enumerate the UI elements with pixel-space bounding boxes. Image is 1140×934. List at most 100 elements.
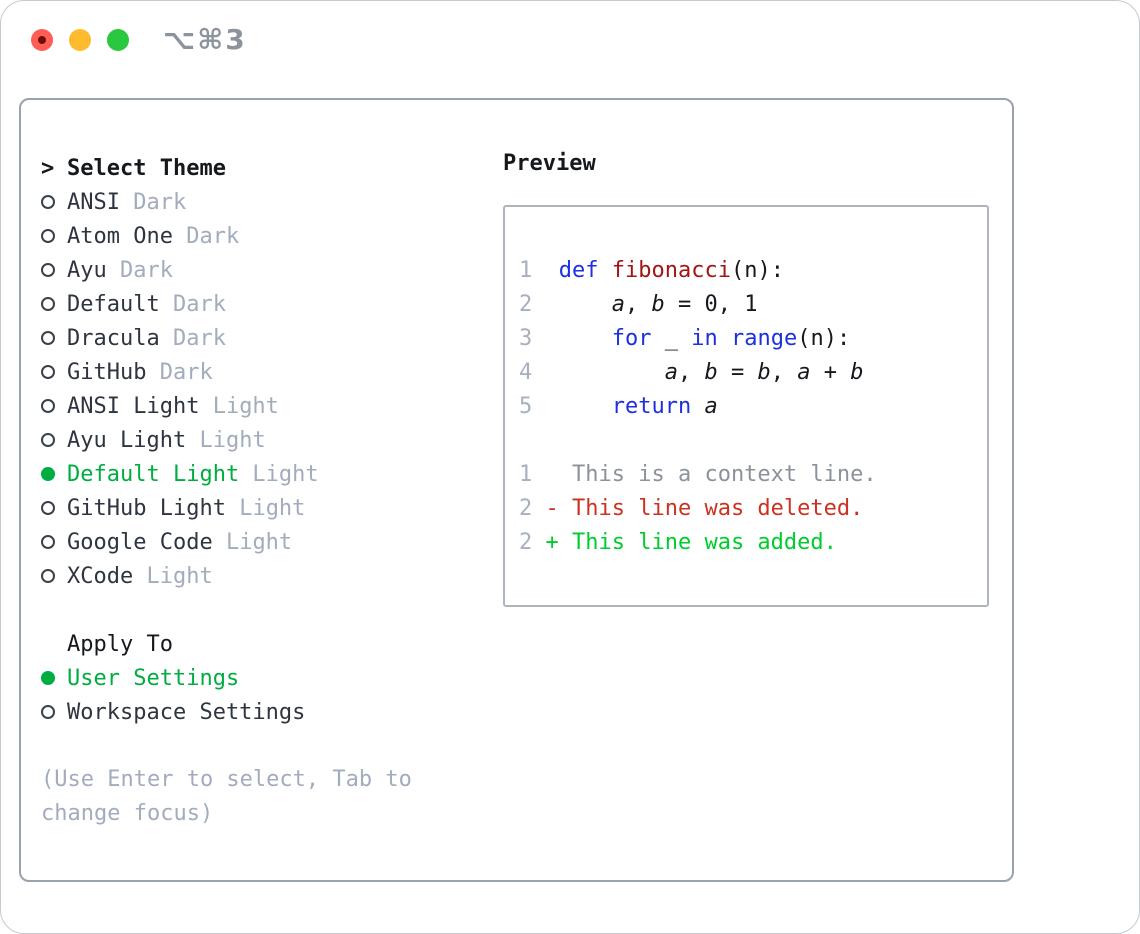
preview-diff: 1 This is a context line.2-This line was… <box>519 457 979 559</box>
theme-variant: Light <box>186 427 266 453</box>
token: , <box>770 359 798 385</box>
theme-item-github-light[interactable]: GitHub Light Light <box>41 491 491 525</box>
token: for <box>611 325 652 351</box>
token: def <box>558 257 599 283</box>
theme-variant: Dark <box>106 257 173 283</box>
apply-to-title: Apply To <box>67 631 173 657</box>
line-number: 3 <box>519 325 533 351</box>
code-text: return a <box>559 394 718 419</box>
code-line: 5 return a <box>519 389 979 423</box>
diff-marker-icon: + <box>545 529 559 555</box>
theme-variant: Light <box>225 495 306 521</box>
diff-line-deleted: 2-This line was deleted. <box>519 491 979 525</box>
code-line: 3 for _ in range(n): <box>519 321 979 355</box>
theme-item-default-light[interactable]: Default Light Light <box>41 457 491 491</box>
token: a <box>704 393 718 419</box>
radio-icon <box>41 569 55 583</box>
token: = <box>717 359 758 385</box>
diff-text: This line was deleted. <box>572 495 864 521</box>
code-text: a, b = 0, 1 <box>559 292 758 317</box>
radio-icon <box>41 195 55 209</box>
spacer <box>41 729 491 763</box>
token: = 0, 1 <box>664 291 758 317</box>
theme-item-google-code[interactable]: Google Code Light <box>41 525 491 559</box>
diff-marker-icon <box>546 462 559 487</box>
spacer <box>41 593 491 627</box>
radio-icon <box>41 705 55 719</box>
token: _ <box>651 325 692 351</box>
theme-item-ansi[interactable]: ANSI Dark <box>41 185 491 219</box>
radio-icon <box>41 331 55 345</box>
apply-option-user-settings[interactable]: User Settings <box>41 661 491 695</box>
theme-item-xcode[interactable]: XCode Light <box>41 559 491 593</box>
theme-variant: Light <box>212 529 293 555</box>
line-number: 1 <box>519 461 533 487</box>
token: b <box>704 359 718 385</box>
theme-variant: Dark <box>159 325 226 351</box>
theme-item-atom-one[interactable]: Atom One Dark <box>41 219 491 253</box>
radio-icon <box>41 297 55 311</box>
radio-icon <box>41 399 55 413</box>
apply-to-header: Apply To <box>41 627 491 661</box>
theme-item-dracula[interactable]: Dracula Dark <box>41 321 491 355</box>
code-line: 4 a, b = b, a + b <box>519 355 979 389</box>
preview-title: Preview <box>503 151 596 176</box>
token: , <box>677 359 705 385</box>
code-line: 2 a, b = 0, 1 <box>519 287 979 321</box>
titlebar: ⌥⌘3 <box>1 1 1139 79</box>
theme-item-ayu[interactable]: Ayu Dark <box>41 253 491 287</box>
apply-option-label: User Settings <box>67 665 240 691</box>
radio-selected-icon <box>41 467 55 481</box>
minimize-button[interactable] <box>69 29 91 51</box>
token: a <box>611 291 625 317</box>
token <box>718 326 731 351</box>
radio-icon <box>41 263 55 277</box>
line-number: 2 <box>519 529 533 555</box>
apply-option-workspace-settings[interactable]: Workspace Settings <box>41 695 491 729</box>
theme-item-ayu-light[interactable]: Ayu Light Light <box>41 423 491 457</box>
close-button[interactable] <box>31 29 53 51</box>
theme-name: Dracula <box>67 325 160 351</box>
line-number: 2 <box>519 495 533 521</box>
diff-text: This line was added. <box>572 529 837 555</box>
radio-icon <box>41 433 55 447</box>
theme-item-github[interactable]: GitHub Dark <box>41 355 491 389</box>
theme-name: GitHub <box>67 359 147 385</box>
token: return <box>611 393 692 419</box>
theme-variant: Light <box>133 563 213 589</box>
spacer <box>519 423 979 457</box>
token <box>559 326 612 351</box>
code-text: for _ in range(n): <box>559 326 850 351</box>
radio-icon <box>41 535 55 549</box>
radio-icon <box>41 229 55 243</box>
keyboard-hint: (Use Enter to select, Tab to change focu… <box>41 767 412 826</box>
token: b <box>850 359 864 385</box>
token <box>559 394 612 419</box>
theme-name: ANSI <box>67 189 120 215</box>
token: (n): <box>730 257 784 283</box>
token: , <box>624 291 652 317</box>
code-text: def fibonacci(n): <box>559 258 784 283</box>
theme-item-ansi-light[interactable]: ANSI Light Light <box>41 389 491 423</box>
prompt-icon: > <box>41 155 55 181</box>
theme-name: XCode <box>67 563 134 589</box>
theme-variant: Dark <box>172 223 240 249</box>
token: b <box>757 359 771 385</box>
zoom-button[interactable] <box>107 29 129 51</box>
select-theme-header: >Select Theme <box>41 151 491 185</box>
token: fibonacci <box>611 257 731 283</box>
token: range <box>730 325 798 351</box>
theme-name: Default Light <box>67 461 240 487</box>
radio-icon <box>41 365 55 379</box>
theme-item-default[interactable]: Default Dark <box>41 287 491 321</box>
token <box>559 360 665 385</box>
token: (n): <box>797 325 851 351</box>
line-number: 4 <box>519 359 533 385</box>
diff-marker-icon: - <box>545 495 559 521</box>
